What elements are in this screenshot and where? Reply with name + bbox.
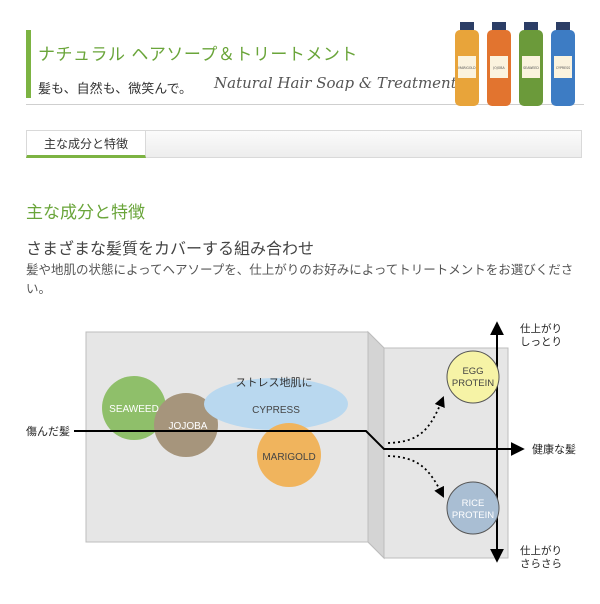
marigold-circle <box>257 423 321 487</box>
product-bottles-image: MARIGOLD JOJOBA SEAWEED CYPRESS <box>455 22 575 106</box>
jojoba-circle <box>154 393 218 457</box>
egg-protein-circle <box>446 350 500 404</box>
bottle-cypress: CYPRESS <box>551 22 575 106</box>
rice-protein-circle <box>446 481 500 535</box>
smooth-finish-label-1: 仕上がり <box>520 544 562 557</box>
marigold-label: MARIGOLD <box>262 452 315 463</box>
section-description: 髪や地肌の状態によってヘアソープを、仕上がりのお好みによってトリートメントをお選… <box>26 262 574 296</box>
seaweed-circle <box>102 376 166 440</box>
smooth-finish-label-2: さらさら <box>520 558 562 570</box>
tagline: 髪も、自然も、微笑んで。 <box>38 82 193 97</box>
moist-finish-label-2: しっとり <box>520 336 562 348</box>
egg-protein-label-2: PROTEIN <box>452 378 494 389</box>
svg-text:JOJOBA: JOJOBA <box>492 66 505 70</box>
header-accent-bar <box>26 30 31 98</box>
egg-protein-label-1: EGG <box>462 366 483 377</box>
svg-text:CYPRESS: CYPRESS <box>556 66 570 70</box>
header-divider <box>26 104 584 105</box>
rice-protein-label-2: PROTEIN <box>452 510 494 521</box>
healthy-hair-label: 健康な髪 <box>532 442 576 456</box>
soap-panel <box>85 331 385 560</box>
damaged-hair-label: 傷んだ髪 <box>26 424 70 438</box>
cypress-ellipse <box>204 378 348 430</box>
seaweed-label: SEAWEED <box>109 404 159 415</box>
bottle-jojoba: JOJOBA <box>487 22 511 106</box>
tab-ingredients[interactable]: 主な成分と特徴 <box>26 130 146 158</box>
section-title: 主な成分と特徴 <box>26 203 145 223</box>
bottle-seaweed: SEAWEED <box>519 22 543 106</box>
bottle-marigold: MARIGOLD <box>455 22 479 106</box>
svg-text:MARIGOLD: MARIGOLD <box>458 66 476 70</box>
english-title: Natural Hair Soap & Treatment <box>214 74 457 92</box>
svg-text:SEAWEED: SEAWEED <box>523 66 539 70</box>
jojoba-label: JOJOBA <box>169 421 208 432</box>
panel-fold <box>367 330 385 560</box>
moist-finish-label-1: 仕上がり <box>520 322 562 335</box>
page-title: ナチュラル ヘアソープ＆トリートメント <box>38 45 358 65</box>
rice-arrow <box>387 455 444 498</box>
rice-protein-label-1: RICE <box>462 498 485 509</box>
hair-condition-axis <box>74 430 525 456</box>
cypress-note: ストレス地肌に <box>236 376 313 389</box>
ingredient-diagram: SEAWEED JOJOBA ストレス地肌に CYPRESS MARIGOLD … <box>0 310 600 600</box>
cypress-label: CYPRESS <box>252 405 300 416</box>
section-subtitle: さまざまな髪質をカバーする組み合わせ <box>26 239 315 258</box>
